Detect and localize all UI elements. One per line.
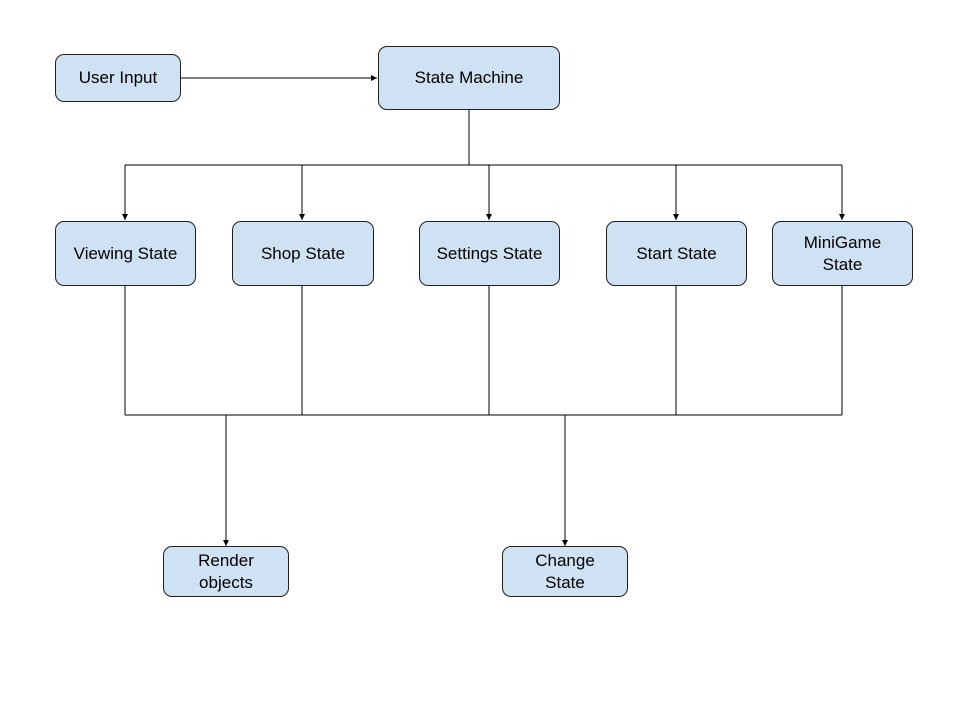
user-input-node: User Input xyxy=(55,54,181,102)
minigame-state-node: MiniGame State xyxy=(772,221,913,286)
settings-state-node: Settings State xyxy=(419,221,560,286)
render-objects-node: Render objects xyxy=(163,546,289,597)
change-state-node: Change State xyxy=(502,546,628,597)
shop-state-node: Shop State xyxy=(232,221,374,286)
viewing-state-node: Viewing State xyxy=(55,221,196,286)
state-machine-node: State Machine xyxy=(378,46,560,110)
start-state-node: Start State xyxy=(606,221,747,286)
